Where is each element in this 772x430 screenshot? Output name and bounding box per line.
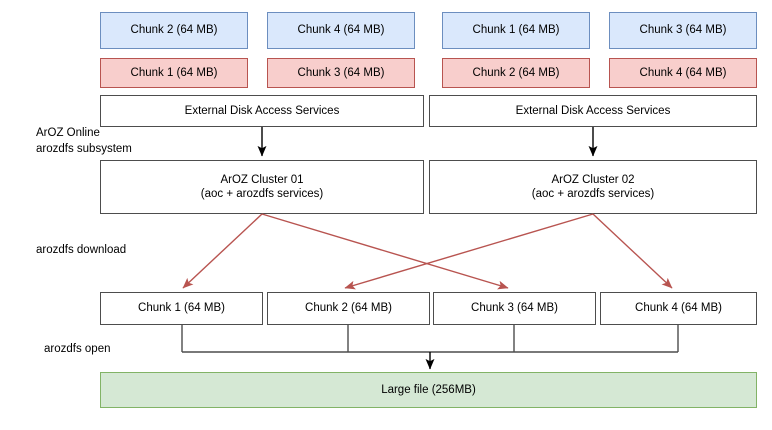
label-arozdfs-download: arozdfs download: [36, 244, 127, 256]
arrow-cluster-01-to-chunk-3: [261, 213, 509, 290]
large-file-box[interactable]: Large file (256MB): [100, 372, 757, 408]
blue-chunk-label-2: Chunk 4 (64 MB): [297, 24, 385, 37]
aroz-cluster-02-title: ArOZ Cluster 02: [551, 173, 635, 186]
aroz-cluster-01-title: ArOZ Cluster 01: [220, 173, 304, 186]
large-file-label: Large file (256MB): [381, 383, 476, 396]
blue-chunk-label-3: Chunk 1 (64 MB): [472, 24, 560, 37]
merge-connector-lines: [181, 325, 679, 353]
pink-chunk-label-1: Chunk 1 (64 MB): [130, 66, 218, 79]
label-arozdfs-subsystem: ArOZ Online arozdfs subsystem: [36, 127, 132, 155]
output-chunk-label-3: Chunk 3 (64 MB): [471, 302, 558, 315]
arrow-cluster-02-to-chunk-2: [344, 213, 594, 290]
external-disk-access-services-label-2: External Disk Access Services: [515, 104, 671, 117]
output-chunk-box-1[interactable]: Chunk 1 (64 MB): [100, 292, 263, 325]
pink-chunk-box-1[interactable]: Chunk 1 (64 MB): [100, 58, 248, 88]
blue-chunk-box-4[interactable]: Chunk 3 (64 MB): [609, 12, 757, 49]
arrow-cluster-01-to-chunk-1: [182, 213, 263, 289]
pink-chunk-box-4[interactable]: Chunk 4 (64 MB): [609, 58, 757, 88]
blue-chunk-box-3[interactable]: Chunk 1 (64 MB): [442, 12, 590, 49]
output-chunk-label-1: Chunk 1 (64 MB): [138, 302, 225, 315]
aroz-cluster-02-box[interactable]: ArOZ Cluster 02 (aoc + arozdfs services): [429, 160, 757, 214]
aroz-cluster-01-subtitle: (aoc + arozdfs services): [200, 188, 324, 200]
pink-chunk-label-2: Chunk 3 (64 MB): [297, 66, 385, 79]
blue-chunk-label-1: Chunk 2 (64 MB): [130, 24, 218, 37]
blue-chunk-box-2[interactable]: Chunk 4 (64 MB): [267, 12, 415, 49]
arrow-cluster-02-to-chunk-4: [592, 213, 673, 289]
blue-chunk-label-4: Chunk 3 (64 MB): [639, 24, 727, 37]
pink-chunk-box-3[interactable]: Chunk 2 (64 MB): [442, 58, 590, 88]
aroz-cluster-01-box[interactable]: ArOZ Cluster 01 (aoc + arozdfs services): [100, 160, 424, 214]
label-arozdfs-open: arozdfs open: [44, 343, 111, 355]
external-disk-access-services-2[interactable]: External Disk Access Services: [429, 95, 757, 127]
external-disk-access-services-label-1: External Disk Access Services: [184, 104, 340, 117]
output-chunk-box-3[interactable]: Chunk 3 (64 MB): [433, 292, 596, 325]
pink-chunk-label-3: Chunk 2 (64 MB): [472, 66, 560, 79]
pink-chunk-box-2[interactable]: Chunk 3 (64 MB): [267, 58, 415, 88]
pink-chunk-label-4: Chunk 4 (64 MB): [639, 66, 727, 79]
output-chunk-label-2: Chunk 2 (64 MB): [305, 302, 392, 315]
aroz-cluster-02-subtitle: (aoc + arozdfs services): [531, 188, 655, 200]
external-disk-access-services-1[interactable]: External Disk Access Services: [100, 95, 424, 127]
output-chunk-box-4[interactable]: Chunk 4 (64 MB): [600, 292, 757, 325]
output-chunk-label-4: Chunk 4 (64 MB): [635, 302, 722, 315]
blue-chunk-box-1[interactable]: Chunk 2 (64 MB): [100, 12, 248, 49]
output-chunk-box-2[interactable]: Chunk 2 (64 MB): [267, 292, 430, 325]
